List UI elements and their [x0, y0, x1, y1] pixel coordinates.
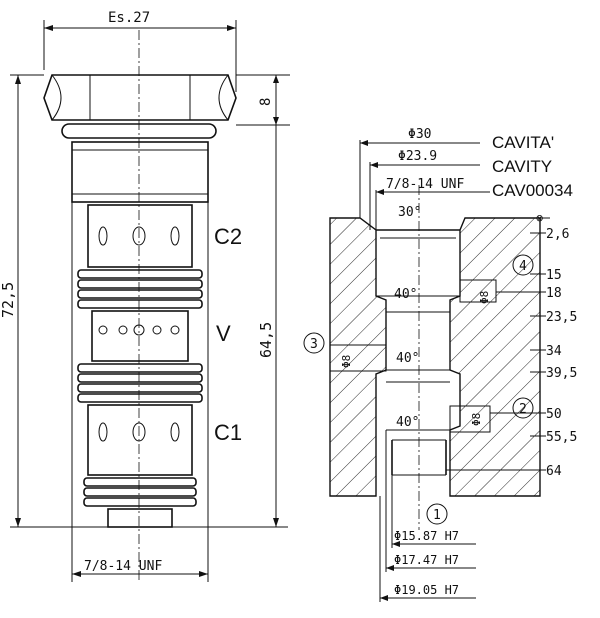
dia-15-87-label: Φ15.87 H7 — [394, 529, 459, 543]
cavity-title-en: CAVITY — [492, 157, 552, 176]
valve-upper-body — [71, 141, 209, 203]
cavity-title-it: CAVITA' — [492, 133, 554, 152]
port-dia-label-a: Φ8 — [478, 291, 491, 304]
angle-40-label-a: 40° — [394, 287, 417, 302]
seal-stack-upper — [77, 269, 203, 309]
port-c1-label: C1 — [214, 420, 242, 445]
cavity-body-left — [329, 217, 387, 497]
hex-width-dimension: Es.27 — [43, 10, 237, 92]
port-c2-label: C2 — [214, 224, 242, 249]
cavity-side-ports — [329, 279, 497, 433]
depth-64: 64 — [546, 464, 562, 479]
angle-40-label-b: 40° — [396, 351, 419, 366]
dia-23-9-label: Φ23.9 — [398, 149, 437, 164]
dia-30-label: Φ30 — [408, 127, 431, 142]
port-number-3: 3 — [310, 337, 318, 352]
finish-symbol: ⊗ — [536, 211, 543, 225]
cavity-code: CAV00034 — [492, 181, 573, 200]
bottom-diameter-dimensions: Φ15.87 H7 Φ17.47 H7 Φ19.05 H7 — [379, 430, 476, 602]
cavity-section: CAVITA' CAVITY CAV00034 — [303, 127, 577, 602]
depth-39-5: 39,5 — [546, 366, 577, 381]
port-v-label: V — [216, 321, 231, 346]
depth-2-6: 2,6 — [546, 227, 569, 242]
overall-length-dimension: 72,5 — [0, 74, 108, 528]
port-c2-section — [87, 204, 193, 268]
port-number-1: 1 — [433, 508, 441, 523]
valve-nose — [83, 477, 197, 528]
port-dia-label-c: Φ8 — [470, 413, 483, 426]
hex-nut — [43, 74, 237, 121]
port-number-4: 4 — [519, 259, 527, 274]
angle-40-label-c: 40° — [396, 415, 419, 430]
depth-15: 15 — [546, 268, 562, 283]
thread-dimension: 7/8-14 UNF — [71, 202, 209, 582]
cavity-thread-label: 7/8-14 UNF — [386, 177, 464, 192]
port-c1-section — [87, 404, 193, 476]
depth-55-5: 55,5 — [546, 430, 577, 445]
port-number-markers: 1 2 3 4 — [303, 254, 534, 525]
seal-stack-lower — [77, 363, 203, 403]
depth-dimensions: 2,6 15 18 23,5 34 39,5 50 55,5 64 — [446, 217, 577, 479]
top-oring — [61, 123, 217, 139]
body-length-dimension: 64,5 — [172, 125, 288, 528]
port-dia-label-b: Φ8 — [340, 355, 353, 368]
depth-34: 34 — [546, 344, 562, 359]
depth-50: 50 — [546, 407, 562, 422]
depth-23-5: 23,5 — [546, 310, 577, 325]
cartridge-valve: C2 V C1 Es.27 8 72,5 — [0, 10, 290, 582]
hex-height-label: 8 — [258, 98, 274, 106]
cavity-bore — [376, 229, 460, 476]
top-diameter-dimensions: Φ30 Φ23.9 7/8-14 UNF — [359, 127, 490, 230]
hex-width-label: Es.27 — [108, 10, 150, 26]
body-length-label: 64,5 — [257, 322, 275, 358]
port-v-section — [91, 310, 189, 362]
hex-height-dimension: 8 — [236, 74, 290, 126]
thread-label: 7/8-14 UNF — [84, 559, 162, 574]
port-number-2: 2 — [519, 402, 527, 417]
depth-18: 18 — [546, 286, 562, 301]
overall-length-label: 72,5 — [0, 282, 17, 318]
dia-17-47-label: Φ17.47 H7 — [394, 553, 459, 567]
angle-30-label: 30° — [398, 205, 421, 220]
dia-19-05-label: Φ19.05 H7 — [394, 583, 459, 597]
